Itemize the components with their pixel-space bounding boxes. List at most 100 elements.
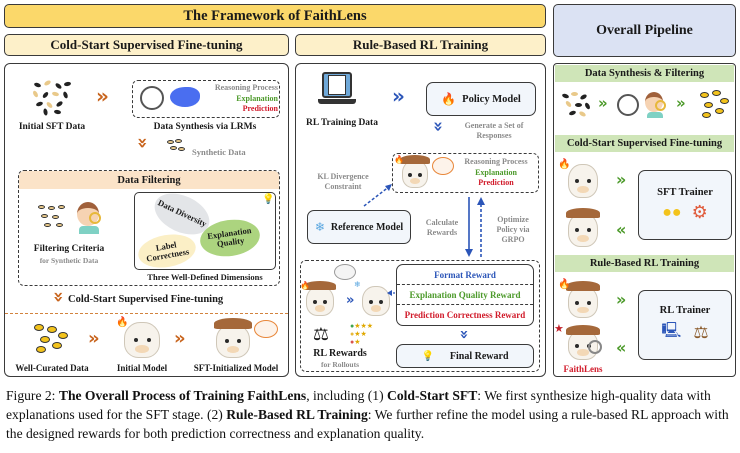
scales-icon: ⚖	[693, 322, 709, 342]
pipeline-stage-3-header: Rule-Based RL Training	[555, 255, 734, 272]
synthetic-data-label: Synthetic Data	[192, 147, 246, 157]
openai-logo-icon	[617, 94, 639, 116]
arrow-down-icon: »	[455, 329, 474, 340]
sft-trainer-box: SFT Trainer ●● ⚙	[638, 170, 732, 240]
sft-trainer-label: SFT Trainer	[657, 187, 713, 198]
detective-hat-icon	[304, 281, 336, 290]
arrow-left-icon: «	[616, 338, 627, 357]
arrow-right-icon: »	[96, 84, 109, 108]
arrow-right-icon: »	[88, 328, 100, 349]
initial-model-alpaca-icon	[124, 322, 160, 358]
kl-divergence-label: KL Divergence Constraint	[317, 172, 369, 191]
scroll-thought-icon	[334, 264, 356, 280]
detective-hat-icon	[566, 208, 600, 218]
arrow-right-icon: »	[676, 94, 686, 112]
flame-icon: 🔥	[394, 155, 404, 164]
sft-alpaca-icon	[568, 213, 598, 247]
format-reward: Format Reward	[397, 265, 533, 285]
reference-model-box: ❄ Reference Model	[307, 210, 411, 244]
flame-icon: 🔥	[300, 281, 310, 290]
magnifier-person-icon	[75, 200, 105, 234]
thought-cloud-icon	[254, 320, 278, 338]
policy-model-box: 🔥 Policy Model	[426, 82, 536, 116]
curated-corn-icon	[32, 322, 72, 356]
laptop-document-icon: 🖳	[661, 323, 682, 339]
flame-icon: 🔥	[558, 279, 571, 290]
dimensions-box	[134, 192, 276, 270]
flame-icon: 🔥	[116, 317, 129, 328]
seeds-icon	[30, 79, 76, 116]
arrow-right-icon: »	[598, 94, 608, 112]
openai-logo-icon	[140, 86, 164, 110]
caption-bold-title: The Overall Process of Training FaithLen…	[58, 388, 307, 403]
overall-pipeline-title: Overall Pipeline	[553, 4, 736, 57]
magnifier-person-icon	[644, 92, 668, 118]
rl-trainer-box: RL Trainer 🖳 ⚖	[638, 290, 732, 360]
cold-start-section-title: Cold-Start Supervised Fine-tuning	[4, 34, 289, 56]
responses-box	[392, 153, 539, 193]
lightbulb-icon: 💡	[262, 194, 275, 205]
synthetic-seeds-icon	[166, 139, 188, 155]
initial-model-label: Initial Model	[116, 363, 168, 373]
arrow-right-icon: »	[346, 293, 355, 308]
corn-icon: ●●	[662, 203, 682, 221]
arrow-down-icon: »	[427, 121, 448, 132]
generate-responses-label: Generate a Set of Responses	[464, 121, 524, 140]
pipeline-panel	[553, 63, 736, 377]
lightbulb-icon: 💡	[421, 350, 434, 362]
arrow-right-icon: »	[616, 290, 627, 309]
magnifier-icon	[588, 340, 602, 354]
pipeline-stage-2-header: Cold-Start Supervised Fine-tuning	[555, 135, 734, 152]
thought-cloud-icon	[432, 157, 454, 175]
output-prediction: Prediction	[242, 104, 278, 113]
arrow-right-icon: »	[392, 84, 405, 108]
caption-prefix: Figure 2:	[6, 388, 59, 403]
final-reward-label: Final Reward	[449, 350, 509, 362]
policy-alpaca-icon	[402, 160, 428, 188]
synthesis-box	[132, 80, 280, 118]
output-reasoning: Reasoning Process	[214, 83, 278, 92]
laptop-document-icon	[318, 72, 356, 108]
caption-text-1: , including (1)	[306, 388, 388, 403]
deepseek-whale-icon	[170, 87, 200, 107]
sft-step-label: Cold-Start Supervised Fine-tuning	[68, 294, 224, 305]
arrow-right-icon: »	[616, 170, 627, 189]
output-explanation: Explanation	[475, 167, 517, 177]
rl-rewards-sublabel: for Rollouts	[321, 360, 359, 369]
data-filtering-box	[18, 170, 280, 286]
initial-alpaca-icon	[568, 164, 598, 198]
response-outputs: Reasoning Process Explanation Prediction	[456, 157, 536, 189]
caption-text-2: : We first synthesize high-quality data …	[6, 388, 711, 422]
output-reasoning: Reasoning Process	[464, 157, 528, 166]
snowflake-icon: ❄	[314, 219, 325, 234]
caption-bold-rl: Rule-Based RL Training	[226, 407, 368, 422]
flame-icon: 🔥	[441, 91, 457, 106]
data-filtering-header: Data Filtering	[19, 171, 279, 189]
rl-rewards-label: RL Rewards	[313, 348, 367, 359]
policy-model-label: Policy Model	[462, 93, 521, 105]
well-curated-data-label: Well-Curated Data	[15, 363, 89, 373]
rating-stars-icon: ●★★★ ●★★ ●★	[350, 322, 374, 346]
filter-seeds-icon	[38, 205, 68, 229]
snowflake-icon: ❄	[354, 280, 361, 289]
caption-bold-cold-start: Cold-Start SFT	[387, 388, 478, 403]
scales-icon: ⚖	[312, 324, 330, 344]
detective-hat-icon	[400, 155, 430, 164]
gear-cycle-icon: ⚙	[691, 202, 708, 223]
data-synthesis-label: Data Synthesis via LRMs	[153, 122, 257, 132]
reward-flow-arrows-icon	[465, 197, 485, 257]
reference-model-label: Reference Model	[330, 221, 404, 233]
rewards-box	[300, 260, 540, 372]
synthesis-outputs: Reasoning Process Explanation Prediction	[204, 83, 278, 115]
reference-alpaca-icon	[362, 286, 390, 316]
orange-divider	[5, 313, 288, 314]
arrow-down-icon: »	[131, 137, 153, 149]
detective-hat-icon	[566, 281, 600, 291]
framework-title: The Framework of FaithLens	[4, 4, 546, 28]
explanation-quality-reward: Explanation Quality Reward	[397, 285, 533, 305]
three-dimensions-label: Three Well-Defined Dimensions	[147, 272, 263, 282]
curated-corn-icon	[698, 90, 730, 120]
final-reward-box: 💡 Final Reward	[396, 344, 534, 368]
caption-text-3: : We further refine the model using a ru…	[6, 407, 729, 441]
sft-initialized-model-label: SFT-Initialized Model	[193, 363, 279, 373]
